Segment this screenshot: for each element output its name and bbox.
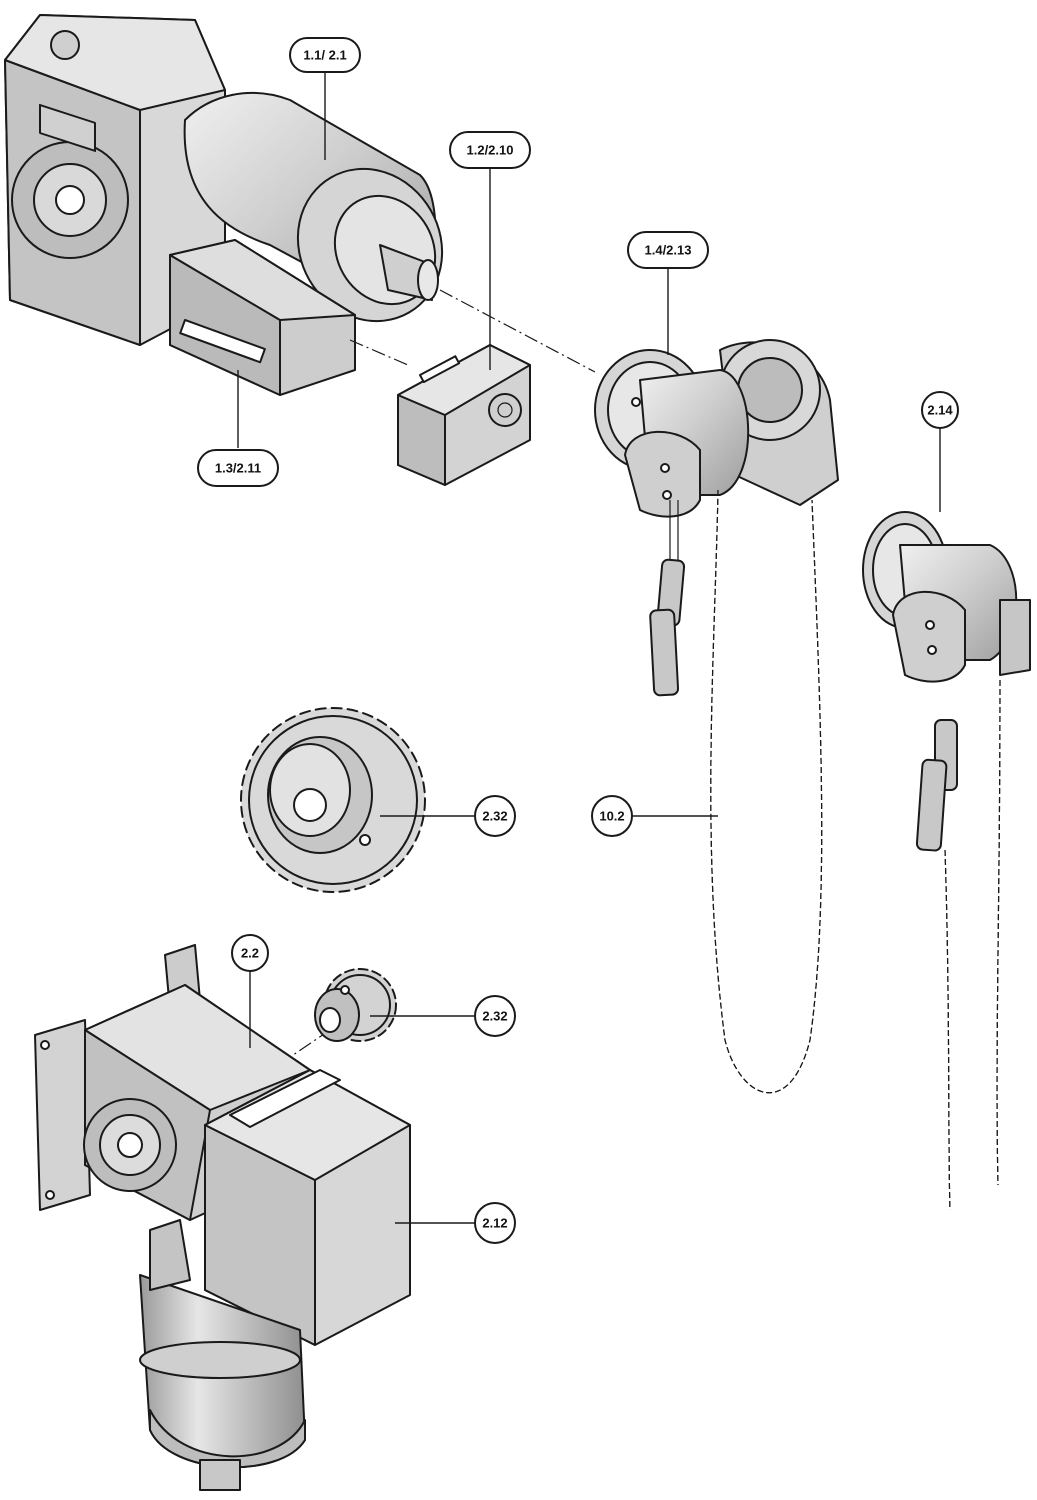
callout-chain-hoist: 2.14 [921,391,959,429]
motor-assembly [4,14,444,396]
chain-hoist-unit [862,511,1031,1211]
callout-motor: 1.1/ 2.1 [289,37,361,73]
callout-large-sprocket: 2.32 [474,795,516,837]
callout-gear-housing-label: 2.12 [482,1216,507,1231]
emergency-chain-unit [594,339,839,1094]
callout-motor-label: 1.1/ 2.1 [303,48,346,63]
callout-gear-housing: 2.12 [474,1202,516,1244]
leader-lines [237,72,941,1224]
callout-chain-hoist-label: 2.14 [927,403,953,418]
callout-limit-box: 1.3/2.11 [197,449,279,487]
gear-unit-assembly [34,944,411,1491]
callout-chain: 10.2 [591,795,633,837]
callout-gear-unit: 2.2 [231,934,269,972]
large-sprocket [240,707,426,893]
callout-limit-box-label: 1.3/2.11 [215,461,261,476]
callout-control-unit-label: 1.2/2.10 [467,143,514,158]
callout-chain-label: 10.2 [599,809,624,824]
callout-control-unit: 1.2/2.10 [449,131,531,169]
callout-small-sprocket-label: 2.32 [482,1009,507,1024]
callout-small-sprocket: 2.32 [474,995,516,1037]
callout-gear-unit-label: 2.2 [241,946,259,961]
callout-emergency-chain: 1.4/2.13 [627,231,709,269]
small-sprocket [314,968,397,1042]
control-unit [397,344,531,486]
callout-large-sprocket-label: 2.32 [482,809,507,824]
callout-emergency-chain-label: 1.4/2.13 [645,243,692,258]
